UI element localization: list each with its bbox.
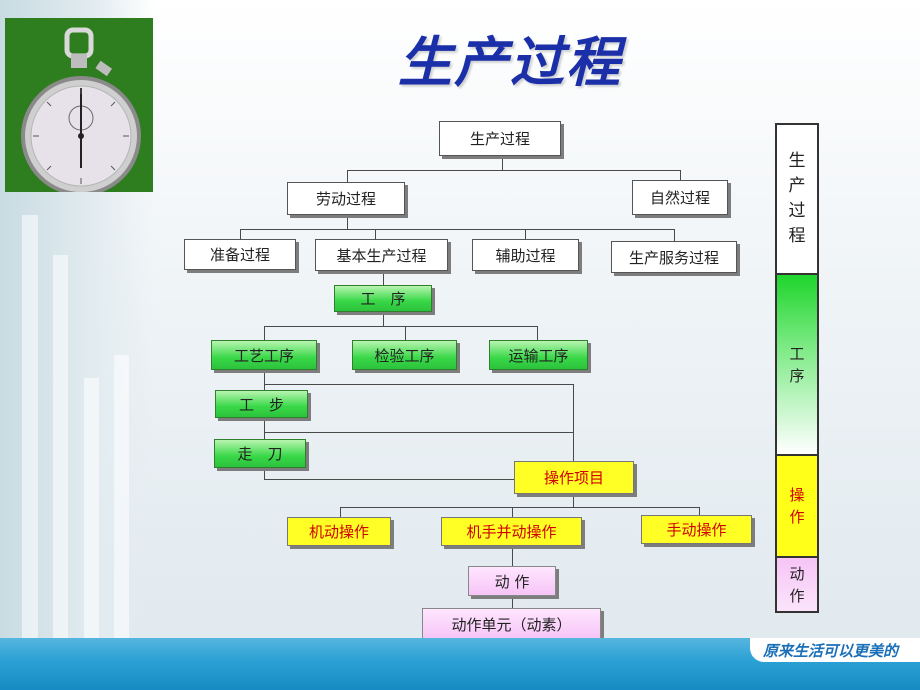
level-production-process: 生 产 过 程 <box>775 123 819 275</box>
connector <box>264 326 265 340</box>
connector <box>512 546 513 566</box>
connector <box>264 326 538 327</box>
stopwatch-icon <box>21 27 141 196</box>
connector <box>383 312 384 327</box>
node-manual-operation: 手动操作 <box>641 515 752 544</box>
node-service-process: 生产服务过程 <box>611 241 737 273</box>
connector <box>240 229 241 239</box>
connector <box>512 507 513 517</box>
connector <box>340 507 700 508</box>
connector <box>383 271 384 285</box>
node-production-process: 生产过程 <box>439 121 561 156</box>
footer-slogan: 原来生活可以更美的 <box>762 642 898 660</box>
page-title: 生产过程 <box>398 30 622 94</box>
level-action: 动 作 <box>775 558 819 613</box>
node-combined-operation: 机手并动操作 <box>441 517 582 546</box>
connector <box>512 596 513 608</box>
decor-bar <box>22 215 38 640</box>
connector <box>340 507 341 517</box>
node-machine-operation: 机动操作 <box>287 517 391 546</box>
node-action-unit: 动作单元（动素） <box>422 608 601 640</box>
level-operation: 操 作 <box>775 456 819 558</box>
connector <box>680 170 681 182</box>
connector <box>502 156 503 171</box>
node-action: 动 作 <box>468 566 556 596</box>
level-label: 生 产 过 程 <box>788 151 806 246</box>
level-process: 工 序 <box>775 275 819 456</box>
connector <box>537 326 538 340</box>
node-natural-process: 自然过程 <box>632 180 728 215</box>
node-inspection-process: 检验工序 <box>352 340 457 370</box>
node-transport-process: 运输工序 <box>489 340 588 370</box>
node-tool-pass: 走 刀 <box>214 439 306 468</box>
slogan-banner: 原来生活可以更美的 <box>750 638 920 662</box>
connector <box>264 432 574 433</box>
level-label: 动 作 <box>789 564 805 605</box>
connector <box>699 507 700 515</box>
level-label: 操 作 <box>789 486 805 526</box>
connector <box>347 170 681 171</box>
node-work-step: 工 步 <box>215 390 308 418</box>
node-process-step: 工 序 <box>334 285 432 312</box>
connector <box>240 229 675 230</box>
connector <box>674 229 675 241</box>
connector <box>264 479 514 480</box>
node-auxiliary-process: 辅助过程 <box>472 239 579 271</box>
node-operation-item: 操作项目 <box>514 461 634 494</box>
decor-bar <box>84 378 99 640</box>
connector <box>264 384 574 385</box>
stopwatch-image <box>5 18 153 196</box>
connector <box>573 494 574 508</box>
connector <box>525 229 526 239</box>
level-label: 工 序 <box>789 344 805 385</box>
node-preparation-process: 准备过程 <box>184 239 296 270</box>
connector <box>264 370 265 480</box>
connector <box>375 229 376 239</box>
decor-bar <box>53 255 68 640</box>
node-basic-production-process: 基本生产过程 <box>315 239 448 271</box>
connector <box>405 326 406 340</box>
connector <box>347 170 348 182</box>
connector <box>573 384 574 461</box>
node-technology-process: 工艺工序 <box>211 340 317 370</box>
footer-bar: 原来生活可以更美的 <box>0 638 920 690</box>
node-labor-process: 劳动过程 <box>287 182 405 215</box>
connector <box>347 215 348 230</box>
decor-bar <box>114 355 129 640</box>
